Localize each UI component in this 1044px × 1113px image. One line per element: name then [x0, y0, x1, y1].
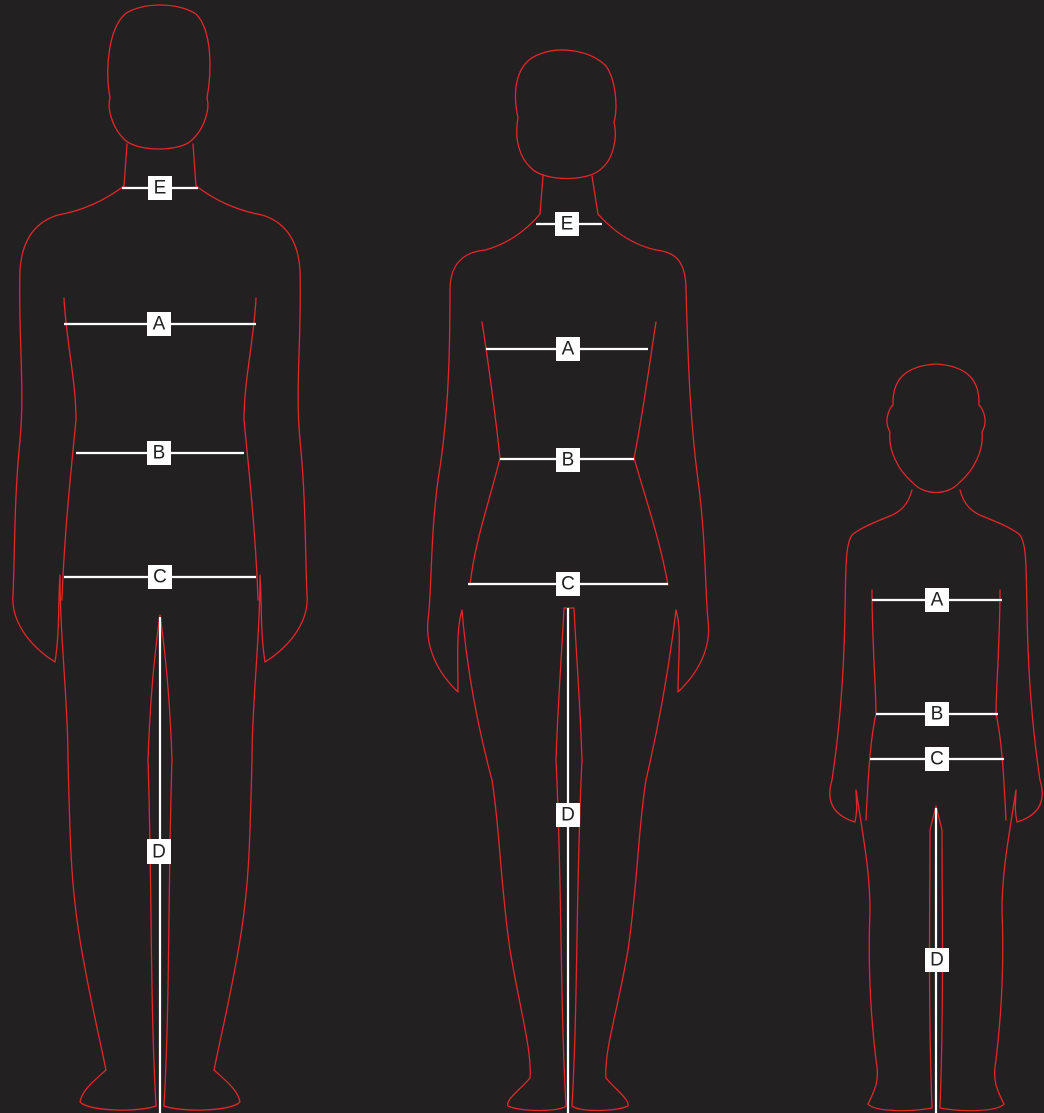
child-head-outline: [887, 364, 985, 493]
svg-text:B: B: [931, 704, 944, 725]
woman-label-d: D: [556, 803, 580, 827]
child-label-b: B: [925, 702, 949, 726]
man-label-d: D: [147, 839, 171, 864]
woman-neck-outline: [540, 176, 598, 214]
man-left-arm-inner: [62, 298, 76, 600]
svg-text:A: A: [153, 314, 166, 335]
man-head-outline: [108, 5, 210, 149]
svg-text:A: A: [562, 339, 575, 360]
woman-label-e: E: [555, 212, 579, 236]
svg-text:B: B: [562, 450, 575, 471]
child-right-contour: [940, 516, 1042, 1111]
child-label-d: D: [925, 948, 949, 972]
woman-left-arm-inner: [470, 322, 500, 585]
svg-text:E: E: [154, 178, 167, 199]
svg-text:B: B: [153, 443, 166, 464]
man-label-b: B: [147, 441, 171, 465]
woman-right-arm-inner: [634, 322, 668, 585]
man-right-arm-inner: [244, 298, 258, 600]
child-label-c: C: [925, 747, 949, 771]
child-left-arm-inner: [866, 590, 876, 820]
child-neck-outline: [890, 490, 982, 516]
svg-text:D: D: [930, 950, 944, 971]
svg-text:C: C: [153, 567, 167, 588]
woman-label-b: B: [556, 448, 580, 472]
svg-text:C: C: [561, 574, 575, 595]
svg-text:A: A: [931, 590, 944, 611]
child-right-arm-inner: [996, 590, 1006, 820]
woman-head-outline: [516, 50, 616, 179]
woman-figure: E A B C D: [428, 50, 709, 1113]
svg-text:D: D: [561, 805, 575, 826]
man-label-c: C: [148, 565, 172, 589]
man-label-e: E: [148, 176, 172, 200]
child-label-a: A: [925, 588, 949, 612]
svg-text:E: E: [561, 214, 574, 235]
svg-text:D: D: [152, 842, 166, 863]
woman-label-c: C: [556, 572, 580, 596]
man-label-a: A: [147, 312, 171, 336]
child-figure: A B C D: [830, 364, 1042, 1113]
woman-label-a: A: [556, 337, 580, 361]
svg-text:C: C: [930, 749, 944, 770]
man-figure: E A B C D: [13, 5, 307, 1113]
child-left-contour: [830, 516, 932, 1111]
